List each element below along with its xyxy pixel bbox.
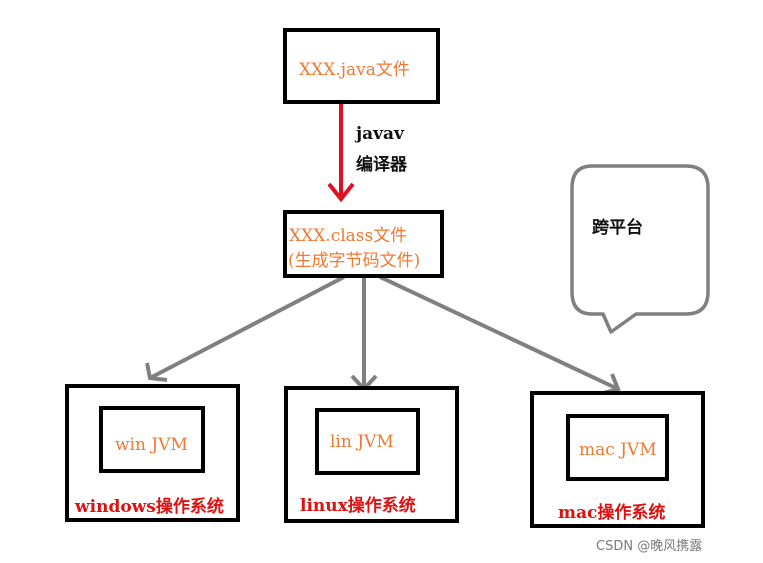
class-file-box: [283, 210, 444, 278]
linux-jvm-label: lin JVM: [330, 432, 394, 452]
windows-os-label: windows操作系统: [75, 497, 224, 517]
linux-os-label: linux操作系统: [300, 496, 416, 516]
cross-platform-label: 跨平台: [592, 218, 643, 238]
class-file-label-line2: (生成字节码文件): [288, 251, 421, 271]
java-source-label: XXX.java文件: [299, 60, 410, 80]
java-source-box: [283, 28, 440, 104]
compiler-label-line2: 编译器: [356, 155, 407, 175]
mac-os-label: mac操作系统: [558, 503, 666, 523]
windows-jvm-label: win JVM: [115, 435, 188, 455]
watermark: CSDN @晚风携露: [596, 539, 703, 554]
class-file-label-line1: XXX.class文件: [289, 226, 408, 246]
mac-jvm-label: mac JVM: [579, 440, 657, 460]
arrow-to-windows: [145, 275, 345, 382]
speech-bubble: [570, 164, 710, 334]
compile-arrow: [327, 104, 355, 203]
windows-jvm-box: [99, 406, 205, 473]
compiler-label-line1: javav: [356, 124, 404, 144]
linux-jvm-box: [315, 408, 420, 475]
arrow-to-linux: [350, 277, 378, 392]
mac-jvm-box: [566, 414, 669, 481]
